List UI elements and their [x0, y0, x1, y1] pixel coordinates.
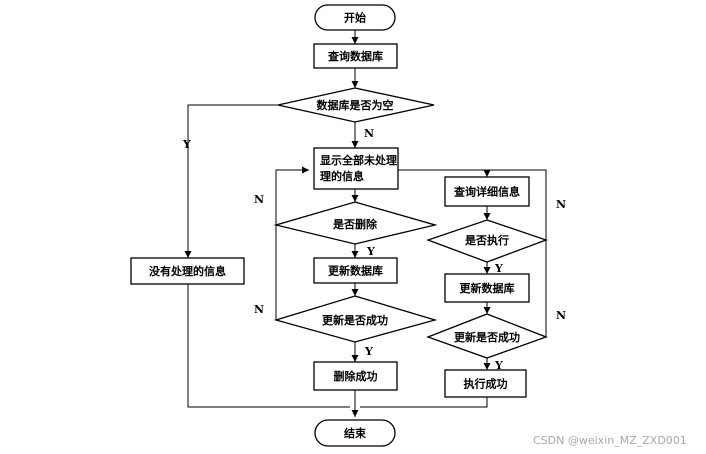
edge-labels: Y N N Y N Y N Y N Y	[182, 127, 566, 372]
edge-isexecute-loop	[487, 169, 547, 240]
label-line: 显示全部未处理	[320, 153, 397, 167]
node-update-db-right-label: 更新数据库	[460, 281, 515, 295]
node-delete-ok: 删除成功	[313, 361, 398, 391]
edge-noinfo-end	[187, 284, 350, 408]
edge-label-y: Y	[494, 262, 503, 275]
node-start: 开始	[314, 4, 396, 31]
node-query-db-label: 查询数据库	[328, 49, 383, 63]
node-update-db-right: 更新数据库	[444, 273, 530, 303]
edge-label-n: N	[364, 127, 374, 140]
node-end: 结束	[314, 419, 396, 447]
node-is-execute-label: 是否执行	[464, 233, 509, 247]
node-execute-ok: 执行成功	[444, 369, 527, 398]
node-show-all-label: 显示全部未处理理的信息	[320, 153, 397, 183]
edge-label-n: N	[254, 303, 264, 316]
node-update-db-left-label: 更新数据库	[328, 264, 383, 278]
arrowhead	[351, 355, 359, 362]
edge-label-y: Y	[364, 345, 373, 358]
arrowhead	[351, 37, 359, 44]
arrowhead	[483, 267, 491, 274]
arrowhead	[483, 363, 491, 370]
arrowhead	[351, 289, 359, 296]
node-start-label: 开始	[344, 11, 366, 25]
node-query-db: 查询数据库	[313, 43, 398, 69]
node-is-execute: 是否执行	[426, 219, 548, 263]
arrowhead	[483, 170, 491, 177]
edge-label-n: N	[254, 193, 264, 206]
edge-label-y: Y	[366, 245, 375, 258]
edge-showall-querydetail	[398, 169, 488, 177]
node-execute-ok-label: 执行成功	[464, 377, 508, 391]
arrowhead	[351, 195, 359, 202]
node-end-label: 结束	[343, 426, 367, 440]
node-db-empty: 数据库是否为空	[277, 87, 435, 123]
node-update-ok-left-label: 更新是否成功	[322, 313, 388, 327]
arrowhead	[351, 141, 359, 148]
arrowheads	[184, 37, 491, 417]
arrowhead	[184, 251, 192, 258]
edge-isdelete-loop	[275, 169, 309, 225]
node-is-delete-label: 是否删除	[332, 217, 378, 231]
node-no-info-label: 没有处理的信息	[149, 264, 226, 278]
node-is-delete: 是否删除	[273, 201, 438, 245]
edge-label-n: N	[556, 309, 566, 322]
edge-label-y: Y	[494, 359, 503, 372]
arrowhead	[302, 166, 309, 174]
node-update-ok-right: 更新是否成功	[426, 313, 548, 359]
arrowhead	[483, 307, 491, 314]
arrowhead	[351, 410, 359, 417]
watermark: CSDN @weixin_MZ_ZXD001	[533, 434, 687, 447]
arrowhead	[483, 213, 491, 220]
node-db-empty-label: 数据库是否为空	[317, 98, 394, 112]
edge-label-y: Y	[182, 138, 191, 151]
arrowhead	[351, 81, 359, 88]
edge-executeok-end	[360, 397, 488, 408]
node-delete-ok-label: 删除成功	[334, 369, 378, 383]
node-show-all: 显示全部未处理理的信息	[313, 147, 399, 190]
node-no-info: 没有处理的信息	[130, 257, 245, 285]
node-query-detail-label: 查询详细信息	[454, 185, 520, 199]
node-update-ok-right-label: 更新是否成功	[454, 330, 520, 344]
edge-label-n: N	[556, 198, 566, 211]
arrowhead	[351, 251, 359, 258]
label-line: 理的信息	[320, 169, 364, 183]
node-update-db-left: 更新数据库	[313, 257, 398, 284]
node-query-detail: 查询详细信息	[444, 176, 530, 207]
edge-dbempty-noinfo	[187, 104, 278, 258]
node-update-ok-left: 更新是否成功	[273, 295, 438, 343]
